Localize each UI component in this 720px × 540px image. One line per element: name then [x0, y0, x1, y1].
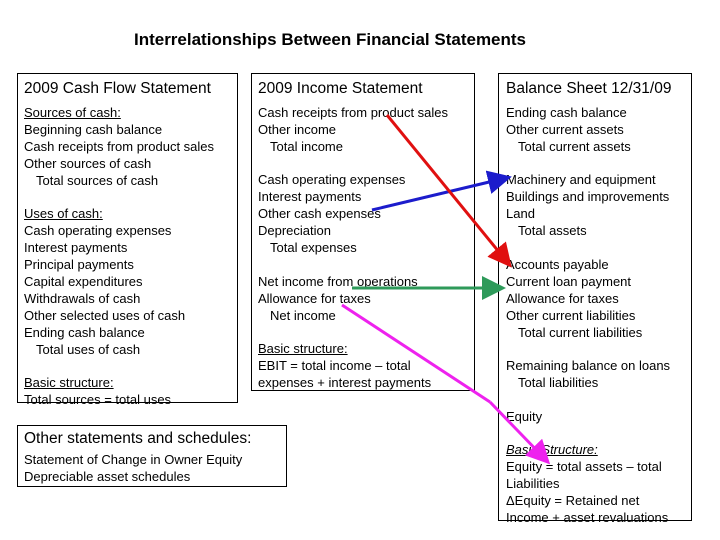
balance-structure-line: ΔEquity = Retained net: [506, 493, 640, 508]
cash-flow-statement-box: 2009 Cash Flow Statement Sources of cash…: [17, 73, 238, 407]
uses-total: Total uses of cash: [36, 342, 141, 357]
current-liability-item: Current loan payment: [506, 274, 632, 289]
current-liability-item: Accounts payable: [506, 257, 609, 272]
income-structure-line: EBIT = total income – total: [258, 358, 411, 373]
balance-sheet-box: Balance Sheet 12/31/09 Ending cash balan…: [498, 73, 692, 525]
balance-structure-line: Income + asset revaluations: [506, 510, 669, 525]
uses-item: Principal payments: [24, 257, 134, 272]
current-liability-item: Other current liabilities: [506, 308, 636, 323]
current-asset-item: Ending cash balance: [506, 105, 627, 120]
other-item: Depreciable asset schedules: [24, 469, 191, 484]
current-asset-item: Other current assets: [506, 122, 624, 137]
balance-structure-line: Liabilities: [506, 476, 560, 491]
net-total: Net income: [270, 308, 336, 323]
income-total: Total income: [270, 139, 343, 154]
sources-label: Sources of cash:: [24, 105, 121, 120]
expense-item: Cash operating expenses: [258, 172, 406, 187]
cash-flow-structure: Total sources = total uses: [24, 392, 172, 407]
uses-item: Other selected uses of cash: [24, 308, 186, 323]
fixed-asset-item: Machinery and equipment: [506, 172, 656, 187]
uses-item: Interest payments: [24, 240, 128, 255]
expense-item: Depreciation: [258, 223, 331, 238]
sources-item: Other sources of cash: [24, 156, 152, 171]
income-statement-box: 2009 Income Statement Cash receipts from…: [251, 73, 475, 391]
uses-label: Uses of cash:: [24, 206, 103, 221]
uses-item: Withdrawals of cash: [24, 291, 141, 306]
balance-heading: Balance Sheet 12/31/09: [506, 80, 672, 97]
diagram-title: Interrelationships Between Financial Sta…: [133, 30, 527, 49]
cash-flow-structure-label: Basic structure:: [24, 375, 114, 390]
expense-item: Interest payments: [258, 189, 362, 204]
sources-total: Total sources of cash: [36, 173, 159, 188]
current-liabilities-total: Total current liabilities: [518, 325, 643, 340]
current-liability-item: Allowance for taxes: [506, 291, 619, 306]
income-item: Other income: [258, 122, 337, 137]
long-term-liability: Remaining balance on loans: [506, 358, 671, 373]
expense-total: Total expenses: [270, 240, 357, 255]
equity-label: Equity: [506, 409, 543, 424]
other-statements-box: Other statements and schedules: Statemen…: [17, 425, 287, 487]
other-heading: Other statements and schedules:: [24, 430, 252, 447]
cash-flow-heading: 2009 Cash Flow Statement: [24, 80, 211, 97]
uses-item: Cash operating expenses: [24, 223, 172, 238]
uses-item: Ending cash balance: [24, 325, 145, 340]
income-item: Cash receipts from product sales: [258, 105, 449, 120]
fixed-asset-item: Land: [506, 206, 535, 221]
assets-total: Total assets: [518, 223, 587, 238]
current-assets-total: Total current assets: [518, 139, 631, 154]
expense-item: Other cash expenses: [258, 206, 381, 221]
income-structure-label: Basic structure:: [258, 341, 348, 356]
income-structure-line: expenses + interest payments: [258, 375, 432, 390]
balance-structure-label: Basic Structure:: [506, 442, 598, 457]
sources-item: Beginning cash balance: [24, 122, 163, 137]
income-heading: 2009 Income Statement: [258, 80, 423, 97]
net-item: Net income from operations: [258, 274, 418, 289]
other-item: Statement of Change in Owner Equity: [24, 452, 243, 467]
balance-structure-line: Equity = total assets – total: [506, 459, 662, 474]
sources-item: Cash receipts from product sales: [24, 139, 215, 154]
fixed-asset-item: Buildings and improvements: [506, 189, 670, 204]
liabilities-total: Total liabilities: [518, 375, 599, 390]
uses-item: Capital expenditures: [24, 274, 143, 289]
net-item: Allowance for taxes: [258, 291, 371, 306]
